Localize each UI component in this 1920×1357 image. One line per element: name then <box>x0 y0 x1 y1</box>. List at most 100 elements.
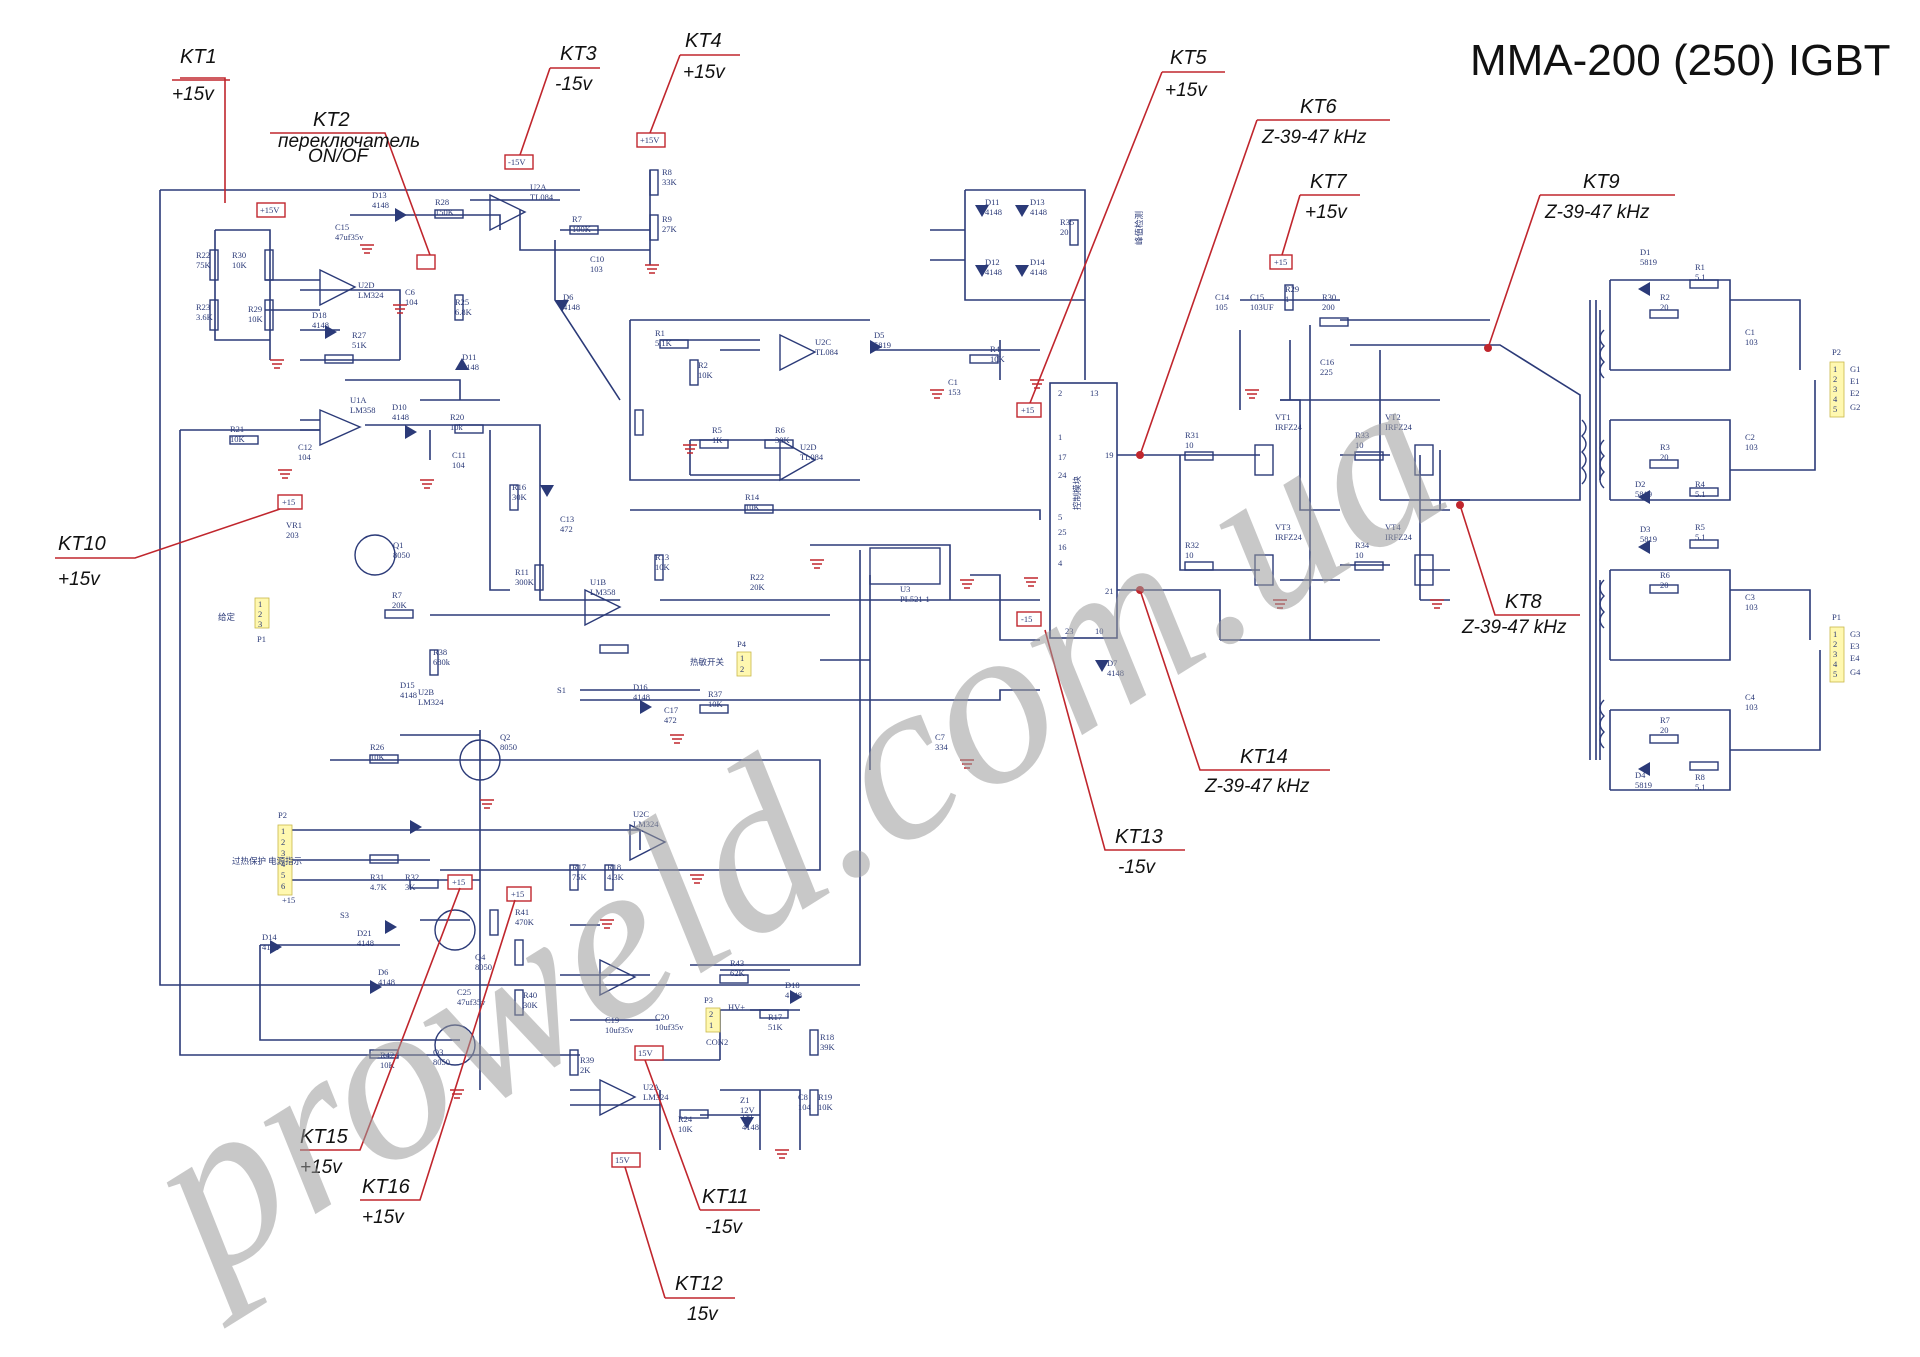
component-value: 12V <box>740 1105 756 1115</box>
component-ref: C14 <box>1215 292 1230 302</box>
kt15-label: KT15 <box>300 1126 349 1148</box>
kt-callouts: KT1 +15v KT2 переключатель ON/OF KT3 -15… <box>55 30 1675 1325</box>
svg-text:1: 1 <box>709 1020 713 1030</box>
svg-text:1: 1 <box>1833 364 1837 374</box>
component-value: 104 <box>452 460 466 470</box>
component-value: 62K <box>730 968 746 978</box>
component-value: IRFZ24 <box>1275 532 1303 542</box>
component-value: 4148 <box>312 320 329 330</box>
component-ref: R22 <box>196 250 210 260</box>
component-ref: R1 <box>655 328 665 338</box>
component-value: 4148 <box>1030 267 1047 277</box>
component-value: 51K <box>768 1022 784 1032</box>
component-ref: R27 <box>352 330 366 340</box>
schematic-title: MMA-200 (250) IGBT <box>1470 36 1891 85</box>
component-value: 10K <box>380 1060 396 1070</box>
component-ref: D2 <box>1635 479 1645 489</box>
component-ref: R43 <box>730 958 744 968</box>
component-ref: R40 <box>523 990 537 1000</box>
svg-text:2: 2 <box>709 1009 713 1019</box>
component-value: 20 <box>1660 452 1669 462</box>
kt15-value: +15v <box>300 1157 343 1178</box>
svg-text:2: 2 <box>740 664 744 674</box>
kt1-label: KT1 <box>180 46 217 68</box>
component-ref: Q3 <box>433 1047 443 1057</box>
ic-pin-numbers: 2 13 1 17 24 5 25 16 4 21 19 23 10 <box>1058 388 1114 636</box>
component-value: 10k <box>450 422 464 432</box>
component-ref: D16 <box>633 682 648 692</box>
component-value: 5819 <box>1640 257 1657 267</box>
kt14-label: KT14 <box>1240 746 1288 768</box>
component-ref: C12 <box>298 442 312 452</box>
component-value: 3.6K <box>196 312 214 322</box>
component-value: 4148 <box>378 977 395 987</box>
connector-p2-left: 1 2 3 4 5 6 P2 过热保护 电源指示 +15 <box>232 810 302 905</box>
kt9-value: Z-39-47 kHz <box>1544 202 1650 223</box>
kt3-value: -15v <box>555 74 593 95</box>
diodes <box>270 205 1650 1129</box>
component-ref: R6 <box>1660 570 1670 580</box>
svg-text:15V: 15V <box>638 1048 654 1058</box>
kt16-label: KT16 <box>362 1176 411 1198</box>
component-value: 5819 <box>874 340 891 350</box>
component-ref: D14 <box>1030 257 1045 267</box>
component-value: 10K <box>655 562 671 572</box>
component-value: 27K <box>662 224 678 234</box>
component-ref: R30 <box>232 250 246 260</box>
component-ref: R25 <box>455 297 469 307</box>
component-ref: R29 <box>1285 284 1299 294</box>
component-ref: R24 <box>678 1114 693 1124</box>
component-value: LM358 <box>590 587 616 597</box>
svg-text:+15: +15 <box>282 497 295 507</box>
svg-text:3: 3 <box>1833 384 1837 394</box>
component-ref: C2 <box>1745 432 1755 442</box>
component-ref: R4 <box>990 344 1001 354</box>
component-value: 10K <box>818 1102 834 1112</box>
component-ref: R17 <box>768 1012 782 1022</box>
component-ref: R29 <box>248 304 262 314</box>
component-value: 4148 <box>985 207 1002 217</box>
component-ref: R7 <box>572 214 582 224</box>
component-value: 47uf35v <box>457 997 486 1007</box>
component-ref: U2C <box>633 809 649 819</box>
component-ref: R31 <box>1185 430 1199 440</box>
component-ref: R14 <box>745 492 760 502</box>
wiring <box>159 170 1821 1150</box>
svg-text:S1: S1 <box>557 685 566 695</box>
component-value: 105 <box>1215 302 1228 312</box>
component-value: PL521-1 <box>900 594 930 604</box>
svg-text:G3: G3 <box>1850 629 1860 639</box>
component-value: 472 <box>560 524 573 534</box>
component-ref: D14 <box>262 932 277 942</box>
component-value: LM324 <box>633 819 659 829</box>
component-ref: VR1 <box>286 520 302 530</box>
component-ref: R9 <box>662 214 672 224</box>
component-value: 5819 <box>1635 489 1652 499</box>
component-ref: U2D <box>358 280 375 290</box>
component-ref: R23 <box>196 302 210 312</box>
power-tags: +15V -15V +15V +15 +15 -15 +15 +15 +15 1… <box>256 132 1293 1168</box>
kt5-label: KT5 <box>1170 47 1208 69</box>
kt6-label: KT6 <box>1300 96 1338 118</box>
svg-text:16: 16 <box>1058 542 1067 552</box>
component-value: 103 <box>1745 337 1758 347</box>
svg-text:21: 21 <box>1105 586 1114 596</box>
component-value: LM324 <box>358 290 384 300</box>
component-value: 5819 <box>1635 780 1652 790</box>
component-ref: U2B <box>418 687 434 697</box>
component-value: 10 <box>1185 550 1194 560</box>
svg-text:1: 1 <box>1058 432 1062 442</box>
connector-p1-right: 1 2 3 4 5 P1 G3 E3 E4 G4 <box>1829 612 1861 683</box>
component-value: LM358 <box>350 405 376 415</box>
component-ref: D6 <box>378 967 388 977</box>
component-value: 20 <box>1660 725 1669 735</box>
component-value: 47uf35v <box>335 232 364 242</box>
component-value: 10K <box>745 502 761 512</box>
component-value: 10 <box>1355 440 1364 450</box>
component-value: 51K <box>352 340 368 350</box>
component-ref: C6 <box>405 287 415 297</box>
svg-text:P4: P4 <box>737 639 747 649</box>
svg-text:6: 6 <box>281 881 285 891</box>
component-value: 100K <box>572 224 592 234</box>
